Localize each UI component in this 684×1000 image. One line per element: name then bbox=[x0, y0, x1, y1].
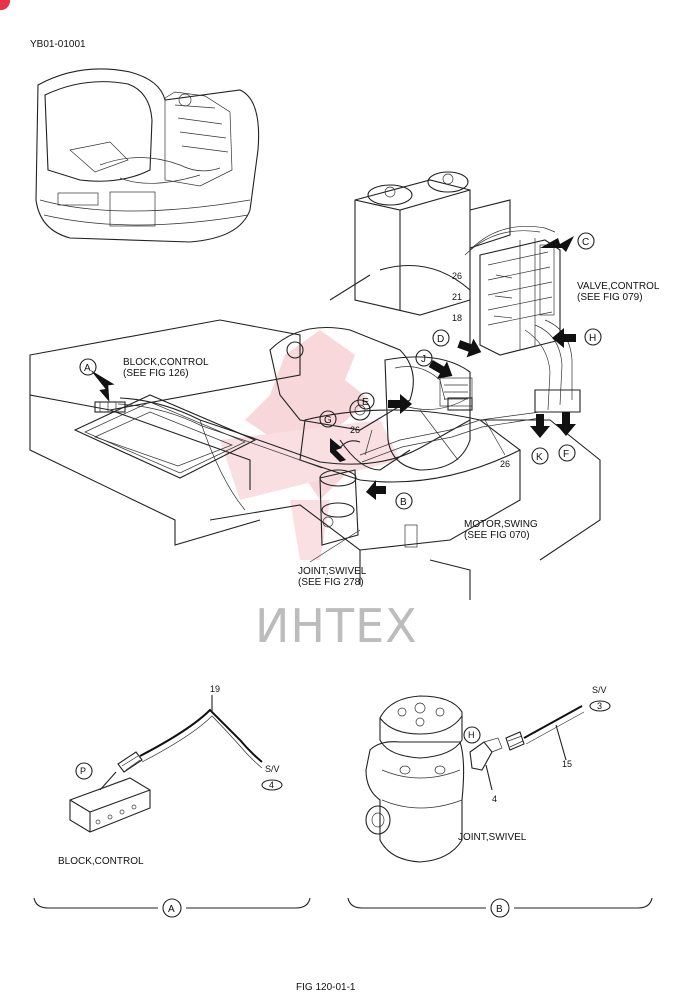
part-15: 15 bbox=[562, 759, 572, 769]
detail-a: P 19 S/V 4 BLOCK,CONTROL A bbox=[33, 684, 311, 918]
detail-a-sv: S/V bbox=[265, 764, 280, 774]
part-26-left: 26 bbox=[350, 425, 360, 435]
joint-swivel-label: JOINT,SWIVEL bbox=[298, 566, 367, 577]
valve-control-label: VALVE,CONTROL bbox=[577, 281, 660, 292]
valve-control-ref: (SEE FIG 079) bbox=[577, 292, 643, 303]
block-control-ref: (SEE FIG 126) bbox=[123, 368, 189, 379]
part-4: 4 bbox=[492, 794, 497, 804]
detail-b-caption: JOINT,SWIVEL bbox=[458, 832, 527, 843]
letter-d: D bbox=[437, 334, 444, 345]
detail-b-sv-num: 3 bbox=[597, 701, 602, 711]
callout-texts: BLOCK,CONTROL (SEE FIG 126) VALVE,CONTRO… bbox=[123, 281, 660, 588]
part-18: 18 bbox=[452, 313, 462, 323]
callout-arrows bbox=[90, 236, 576, 500]
detail-a-port: P bbox=[80, 766, 86, 776]
letter-j: J bbox=[421, 354, 426, 365]
joint-swivel-ref: (SEE FIG 278) bbox=[298, 577, 364, 588]
detail-a-caption: BLOCK,CONTROL bbox=[58, 856, 144, 867]
section-a: A bbox=[168, 904, 175, 915]
part-26-right: 26 bbox=[500, 459, 510, 469]
letter-b: B bbox=[400, 497, 407, 508]
watermark-logo bbox=[220, 330, 400, 560]
detail-a-sv-num: 4 bbox=[269, 780, 274, 790]
motor-swing-ref: (SEE FIG 070) bbox=[464, 530, 530, 541]
detail-b-port: H bbox=[468, 730, 475, 740]
letter-k: K bbox=[536, 452, 543, 463]
letter-f: F bbox=[563, 449, 569, 460]
motor-swing-label: MOTOR,SWING bbox=[464, 519, 538, 530]
letter-c: C bbox=[582, 237, 589, 248]
part-26-top: 26 bbox=[452, 271, 462, 281]
doc-id: YB01-01001 bbox=[30, 39, 86, 50]
figure-caption: FIG 120-01-1 bbox=[296, 982, 356, 993]
part-numbers: 26 21 18 26 26 bbox=[350, 271, 510, 469]
letter-a: A bbox=[84, 363, 91, 374]
corner-badge bbox=[0, 0, 10, 10]
overview-machine bbox=[35, 68, 260, 243]
letter-h: H bbox=[589, 333, 596, 344]
callout-letters: A C D J E H K F G B bbox=[79, 232, 602, 510]
letter-g: G bbox=[324, 415, 332, 426]
block-control-label: BLOCK,CONTROL bbox=[123, 357, 209, 368]
part-19: 19 bbox=[210, 684, 220, 694]
section-b: B bbox=[496, 904, 503, 915]
letter-e: E bbox=[362, 397, 369, 408]
detail-b: H S/V 3 15 4 JOINT,SWIVEL B bbox=[347, 685, 653, 918]
watermark-text: ИНТЕХ bbox=[255, 599, 418, 653]
part-21: 21 bbox=[452, 292, 462, 302]
main-assembly bbox=[29, 171, 601, 600]
detail-b-sv: S/V bbox=[592, 685, 607, 695]
